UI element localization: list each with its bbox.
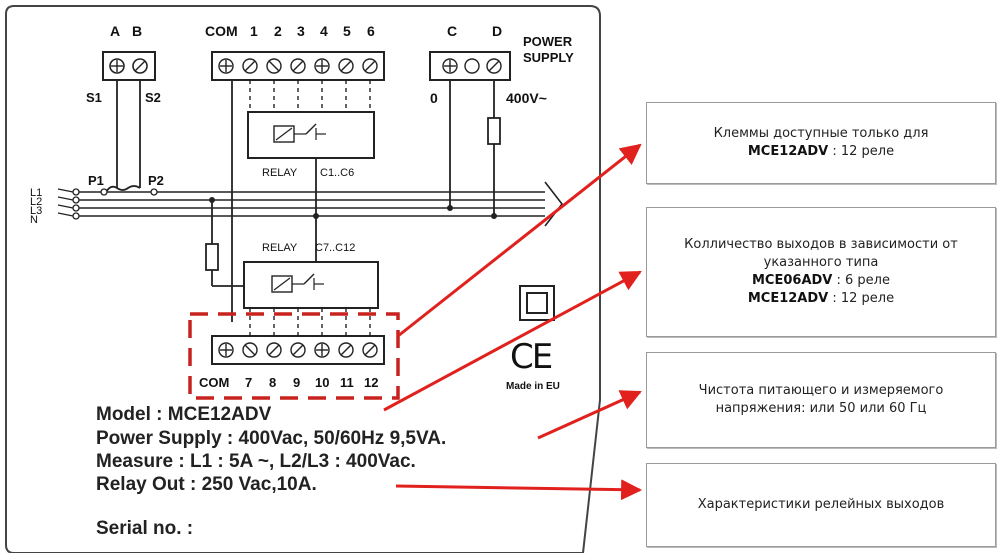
spec-serial: Serial no. : (96, 518, 193, 539)
callout-1-rest: : 12 реле (828, 144, 895, 159)
callout-relay-outputs: Характеристики релейных выходов (646, 463, 996, 547)
label-11: 11 (340, 375, 354, 390)
label-p1: P1 (88, 173, 104, 188)
callout-1-model: MCE12ADV (747, 144, 829, 159)
spec-power: Power Supply : 400Vac, 50/60Hz 9,5VA. (96, 428, 446, 449)
made-in-eu: Made in EU (506, 381, 560, 392)
screw-row-bottom (218, 342, 378, 358)
label-400v: 400V~ (506, 90, 547, 106)
label-7: 7 (245, 375, 252, 390)
label-power: POWER (523, 34, 573, 49)
label-s2: S2 (145, 90, 161, 105)
fuse-left (205, 200, 244, 287)
screw-row-ab (109, 58, 148, 74)
ct-wires (105, 80, 141, 193)
spec-model: Model : MCE12ADV (96, 404, 272, 425)
label-c: C (447, 23, 457, 39)
label-6: 6 (367, 23, 375, 39)
label-a: A (110, 23, 120, 39)
callout-3-line2: напряжения: или 50 или 60 Гц (715, 401, 927, 416)
screw-row-cd (442, 58, 502, 74)
callout-arrows (383, 143, 643, 501)
label-1: 1 (250, 23, 258, 39)
label-9: 9 (293, 375, 300, 390)
callout-1-line2: MCE12ADV : 12 реле (653, 143, 989, 161)
callout-terminals-mce12adv: Клеммы доступные только для MCE12ADV : 1… (646, 102, 996, 184)
callout-1-line1: Клеммы доступные только для (713, 126, 929, 141)
power-wires (449, 80, 501, 216)
bus-switches (57, 188, 74, 217)
spec-relay: Relay Out : 250 Vac,10A. (96, 474, 317, 495)
label-8: 8 (269, 375, 276, 390)
label-b: B (132, 23, 142, 39)
label-supply: SUPPLY (523, 50, 574, 65)
callout-output-count: Колличество выходов в зависимости от ука… (646, 207, 996, 337)
callout-2-rest2: : 12 реле (828, 291, 895, 306)
spec-measure: Measure : L1 : 5A ~, L2/L3 : 400Vac. (96, 451, 416, 472)
callout-2-model2: MCE12ADV (747, 291, 829, 306)
label-l2: L2 (30, 196, 42, 208)
label-com-top: COM (205, 23, 238, 39)
callout-2-rest1: : 6 реле (832, 273, 890, 288)
relay-block-2 (243, 261, 379, 336)
relay-range-1: C1..C6 (320, 167, 354, 179)
double-insulation-icon (519, 285, 555, 321)
label-com-bottom: COM (199, 375, 229, 390)
label-l3: L3 (30, 205, 42, 217)
label-p2: P2 (148, 173, 164, 188)
callout-2-line2: указанного типа (763, 255, 879, 270)
label-12: 12 (364, 375, 378, 390)
callout-4-line1: Характеристики релейных выходов (697, 497, 945, 512)
label-zero: 0 (430, 90, 438, 106)
label-4: 4 (320, 23, 328, 39)
callout-2-line3: MCE06ADV : 6 реле (653, 272, 989, 290)
terminal-block-cd (429, 51, 511, 81)
callout-3-line1: Чистота питающего и измеряемого (698, 383, 944, 398)
label-l1: L1 (30, 187, 42, 199)
relay-range-2: C7..C12 (315, 242, 355, 254)
screw-row-top (218, 58, 378, 74)
label-s1: S1 (86, 90, 102, 105)
callout-frequency: Чистота питающего и измеряемого напряжен… (646, 352, 996, 448)
label-2: 2 (274, 23, 282, 39)
relay-label-2: RELAY (262, 242, 298, 254)
relay-block-1 (247, 80, 375, 159)
callout-2-line1: Колличество выходов в зависимости от (684, 237, 958, 252)
terminal-block-com-1-6 (211, 51, 385, 81)
label-3: 3 (297, 23, 305, 39)
label-d: D (492, 23, 502, 39)
highlight-dashed-box (188, 312, 400, 400)
bus-lines (78, 181, 564, 227)
callout-2-line4: MCE12ADV : 12 реле (653, 290, 989, 308)
label-5: 5 (343, 23, 351, 39)
callout-2-model1: MCE06ADV (752, 273, 833, 288)
label-n: N (30, 214, 38, 226)
relay-label-1: RELAY (262, 167, 298, 179)
label-10: 10 (315, 375, 329, 390)
ce-mark-icon: CE (510, 337, 552, 377)
